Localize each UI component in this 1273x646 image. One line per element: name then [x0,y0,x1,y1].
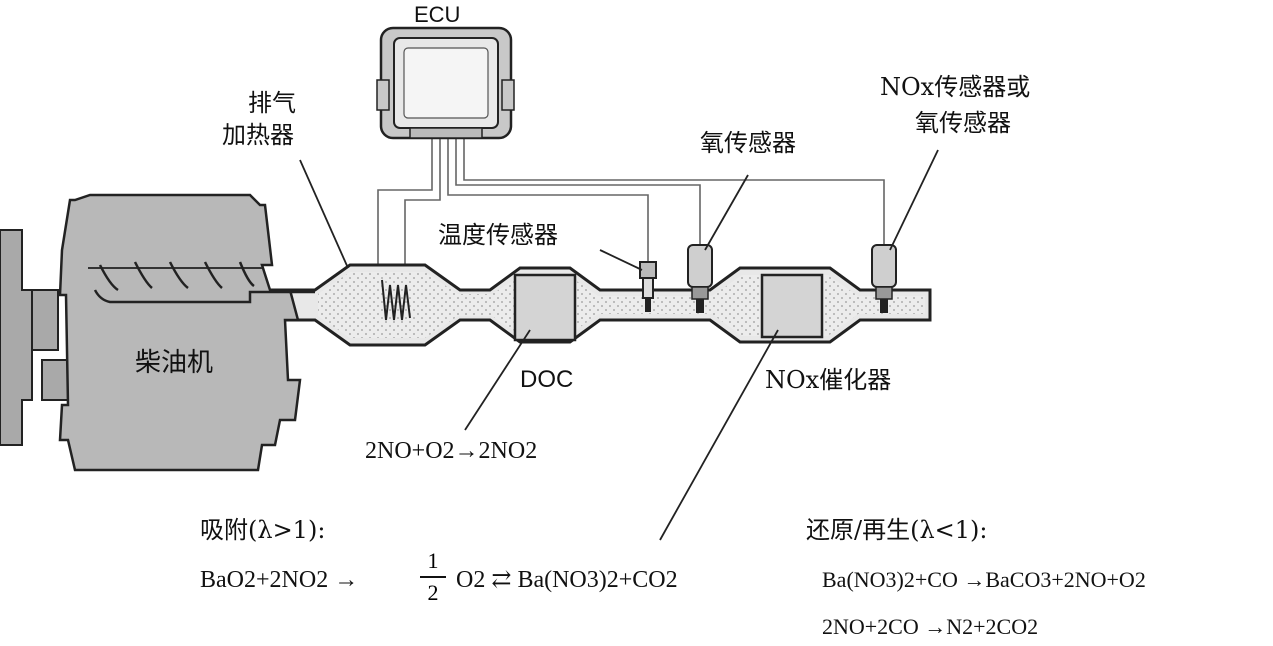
oxygen-sensor-body [687,244,713,313]
oxygen-sensor-label: 氧传感器 [700,129,796,157]
fraction-bar [420,576,446,578]
diesel-engine [0,193,315,472]
nox-catalyst-brick [760,273,824,339]
reduction-title: 还原/再生(λ<1): [806,516,988,544]
adsorption-title: 吸附(λ>1): [200,516,326,544]
ecu-wiring [377,135,885,272]
nox-catalyst-label: NOx催化器 [765,366,892,394]
reduction-equation-2: 2NO+2CO →N2+2CO2 [822,614,1039,639]
exhaust-heater-coil [381,279,411,321]
exhaust-heater-label-2: 加热器 [222,121,294,149]
doc-catalyst [513,273,577,342]
exhaust-heater-label-1: 排气 [248,89,296,117]
doc-reaction-equation: 2NO+O2→2NO2 [365,438,538,464]
nox-sensor-label-1: NOx传感器或 [880,73,1031,101]
ecu-label: ECU [414,2,461,27]
adsorption-equation-right: O2 ⇄ Ba(NO3)2+CO2 [456,567,678,593]
fraction-numerator: 1 [427,548,439,573]
nox-sensor-body [871,244,897,313]
nox-sensor-label-2: 氧传感器 [915,109,1011,137]
reduction-equation-1: Ba(NO3)2+CO →BaCO3+2NO+O2 [822,567,1146,592]
doc-label: DOC [520,366,574,393]
fraction-denominator: 2 [427,580,439,605]
adsorption-equation-left: BaO2+2NO2 → [200,567,359,593]
leader-lines [299,149,939,541]
ecu-unit [376,26,515,140]
exhaust-pipe [248,263,932,347]
temperature-sensor-label: 温度传感器 [438,221,558,249]
diesel-engine-label: 柴油机 [135,348,214,378]
